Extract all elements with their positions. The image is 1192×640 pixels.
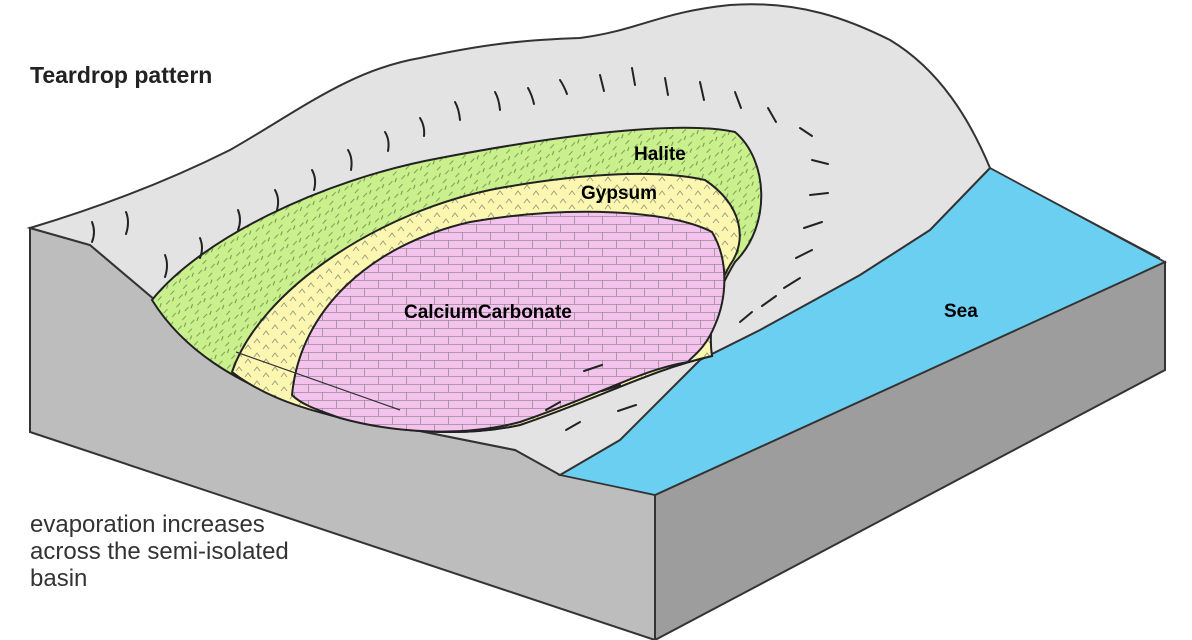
sea-guide-line [989, 167, 1161, 259]
gypsum-label: Gypsum [581, 183, 658, 204]
caption-line-1: evaporation increases [30, 511, 265, 538]
caption-line-2: across the semi-isolated [30, 538, 289, 565]
gypsum-guide-line [235, 351, 401, 411]
calcium-carbonate-label: CalciumCarbonate [404, 302, 572, 323]
calcium-carbonate-zone [290, 210, 726, 433]
slope-hachures [91, 67, 829, 431]
caption: evaporation increases across the semi-is… [30, 511, 360, 592]
halite-label: Halite [634, 144, 686, 165]
sea-label: Sea [944, 301, 978, 322]
caption-line-3: basin [30, 565, 88, 592]
diagram-title: Teardrop pattern [30, 62, 213, 88]
